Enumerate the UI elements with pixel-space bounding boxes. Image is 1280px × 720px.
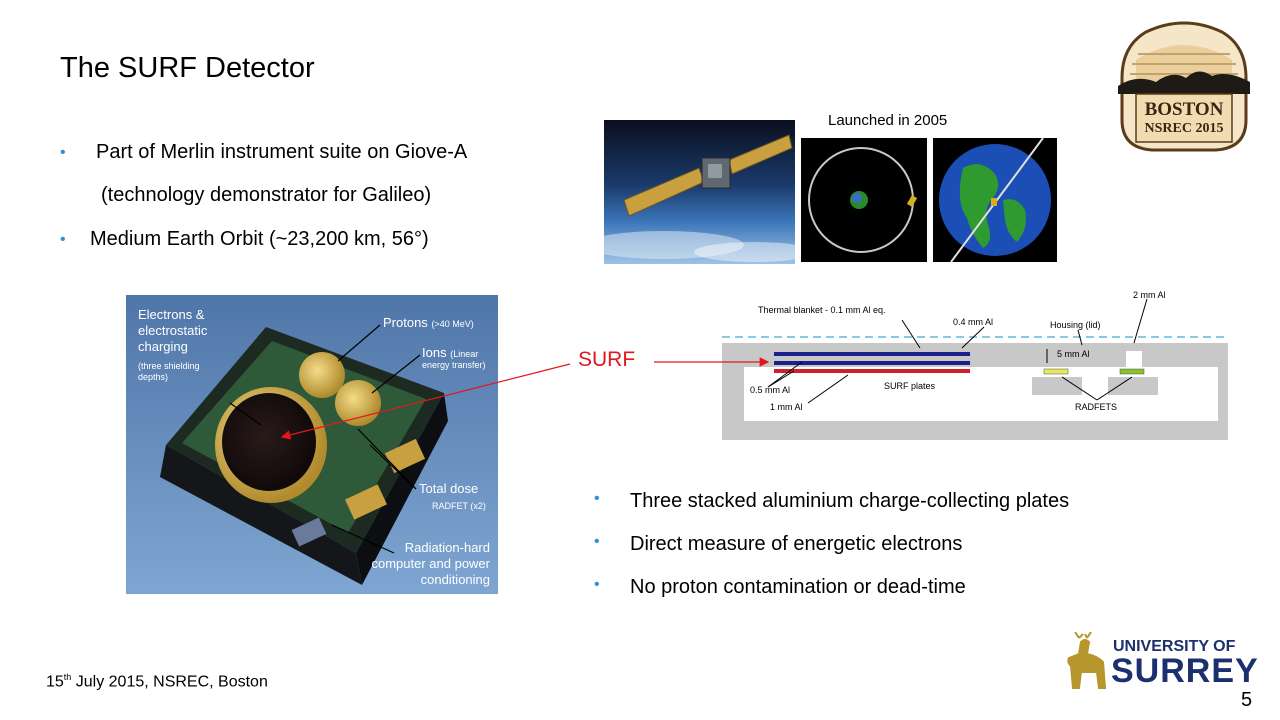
total-dose-label: Total dose	[419, 481, 479, 496]
stag-icon	[1067, 631, 1107, 689]
photo-callout-lines	[229, 324, 421, 554]
surf-label: SURF	[578, 348, 636, 371]
protons-label: Protons (>40 MeV)	[383, 315, 474, 330]
bullet-text: Part of Merlin instrument suite on Giove…	[96, 141, 468, 163]
bullet-text: Direct measure of energetic electrons	[630, 533, 963, 555]
bullet-dot-icon: •	[60, 144, 66, 161]
launch-caption: Launched in 2005	[828, 112, 948, 129]
housing-label: Housing (lid)	[1050, 320, 1101, 330]
nsrec-logo-text: NSREC 2015	[1144, 121, 1224, 136]
al-5-label: 5 mm Al	[1057, 349, 1090, 359]
slide-title: The SURF Detector	[60, 52, 315, 84]
ions-label: Ions (Linear	[422, 345, 479, 360]
right-bullet-list: • Three stacked aluminium charge-collect…	[594, 488, 1194, 608]
radfet-label: RADFET (x2)	[432, 501, 486, 511]
al-2-label: 2 mm Al	[1133, 290, 1166, 300]
bullet-text: Three stacked aluminium charge-collectin…	[630, 490, 1070, 512]
surrey-logo-line2: SURREY	[1111, 652, 1259, 690]
bullet-dot-icon: •	[594, 490, 600, 507]
al-04-label: 0.4 mm Al	[953, 317, 994, 327]
bullet-text: Medium Earth Orbit (~23,200 km, 56°)	[90, 228, 429, 250]
plate-bottom	[774, 369, 970, 373]
bullet-dot-icon: •	[594, 533, 600, 550]
orbit-diagram-image	[801, 138, 927, 262]
bullet-dot-icon: •	[60, 231, 66, 248]
earth-orbit-image	[933, 137, 1057, 263]
surf-cross-section-diagram: Thermal blanket - 0.1 mm Al eq. 0.4 mm A…	[722, 285, 1228, 440]
boston-logo-text: BOSTON	[1144, 99, 1224, 120]
bullet-dot-icon: •	[594, 576, 600, 593]
footer-date-venue: 15th July 2015, NSREC, Boston	[46, 672, 268, 691]
university-of-surrey-logo: UNIVERSITY OF SURREY	[1057, 631, 1258, 692]
al-1-label: 1 mm Al	[770, 402, 803, 412]
plate-top	[774, 352, 970, 356]
bullet-text: (technology demonstrator for Galileo)	[101, 184, 432, 206]
shielding-label: (three shielding depths)	[138, 361, 200, 382]
surrey-logo-line1: UNIVERSITY OF	[1113, 638, 1236, 655]
page-number: 5	[1241, 689, 1253, 711]
thermal-blanket-label: Thermal blanket - 0.1 mm Al eq.	[758, 305, 886, 315]
merlin-instrument-photo: Electrons & electrostatic charging (thre…	[126, 295, 498, 594]
plate-middle	[774, 361, 970, 365]
bullet-text: No proton contamination or dead-time	[630, 576, 966, 598]
left-bullet-list: • Part of Merlin instrument suite on Gio…	[60, 138, 580, 258]
radfets-label: RADFETS	[1075, 402, 1118, 412]
al-05-label: 0.5 mm Al	[750, 385, 791, 395]
computer-label: Radiation-hard computer and power condit…	[371, 540, 490, 587]
electrons-label: Electrons & electrostatic charging	[138, 307, 208, 354]
satellite-image	[584, 120, 814, 264]
surf-plates-label: SURF plates	[884, 381, 936, 391]
boston-nsrec-logo: BOSTON NSREC 2015	[1116, 20, 1252, 152]
